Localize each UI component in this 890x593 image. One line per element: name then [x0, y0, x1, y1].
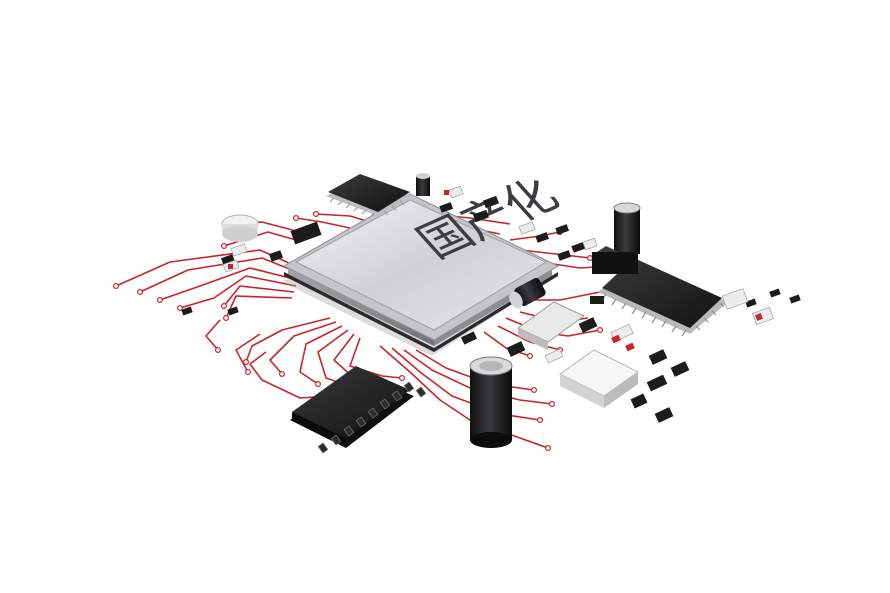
- top-qfp-chip: [326, 174, 412, 218]
- capacitor-tall-right: [592, 202, 641, 274]
- inductor-module: [517, 301, 585, 350]
- soic-chip: [290, 366, 427, 454]
- capacitor-large: [469, 356, 513, 448]
- capacitor-small-top: [416, 173, 430, 196]
- smd-resistors: [181, 185, 801, 423]
- capacitor-horizontal: [509, 278, 546, 309]
- white-button-top-left: [221, 214, 259, 242]
- main-processor-chip: 国产化: [282, 170, 570, 356]
- white-module-bottom: [559, 349, 639, 408]
- right-qfp-chip: [598, 258, 728, 337]
